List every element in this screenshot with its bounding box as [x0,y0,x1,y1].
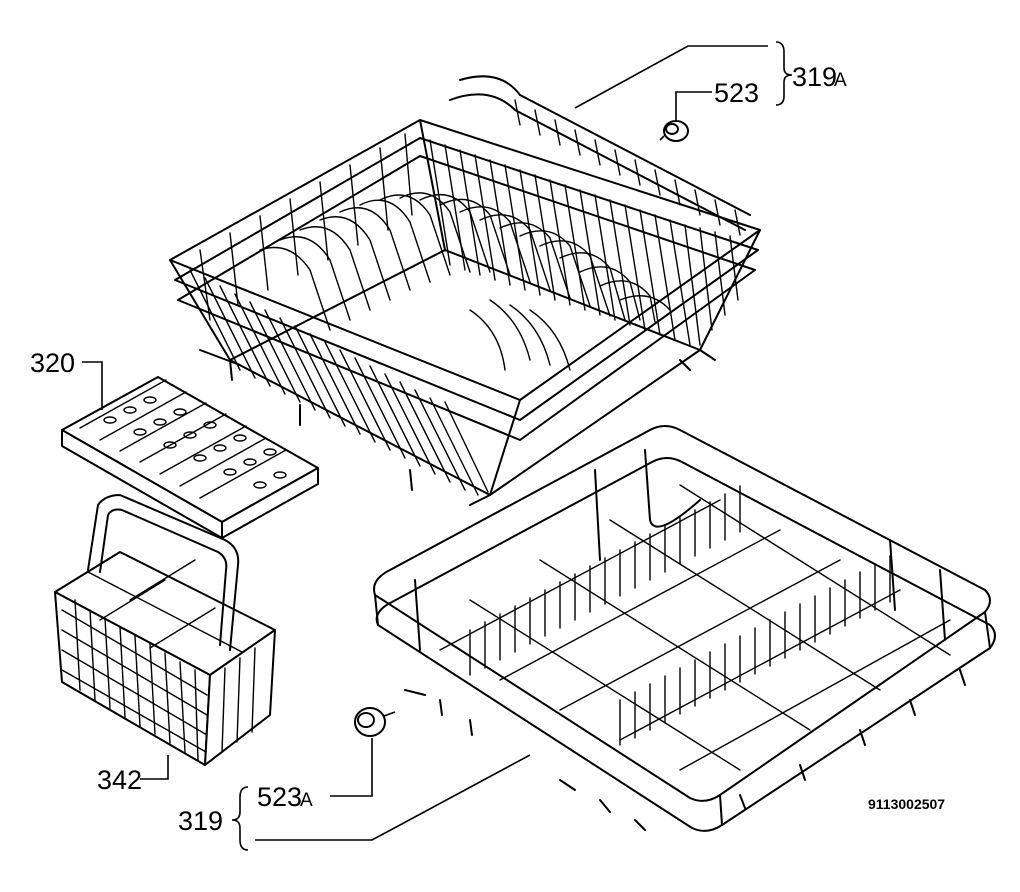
upper-rack-wheel [659,120,689,142]
callout-523a-suffix: A [300,790,313,811]
leader-lines [82,41,793,851]
callout-342-number: 342 [97,765,142,795]
lower-rack-wheel [354,707,396,737]
lower-dish-rack [373,425,996,832]
cutlery-basket [54,494,276,766]
callout-319a-number: 319 [792,62,837,92]
callout-319-number: 319 [178,806,223,836]
upper-dish-rack [169,75,761,506]
callout-523-number: 523 [714,78,759,108]
callout-319a-suffix: A [834,70,847,91]
cutlery-tray [61,376,319,539]
callout-523a-number: 523 [257,782,302,812]
drawing-code: 9113002507 [868,796,945,812]
callout-320-number: 320 [30,348,75,378]
